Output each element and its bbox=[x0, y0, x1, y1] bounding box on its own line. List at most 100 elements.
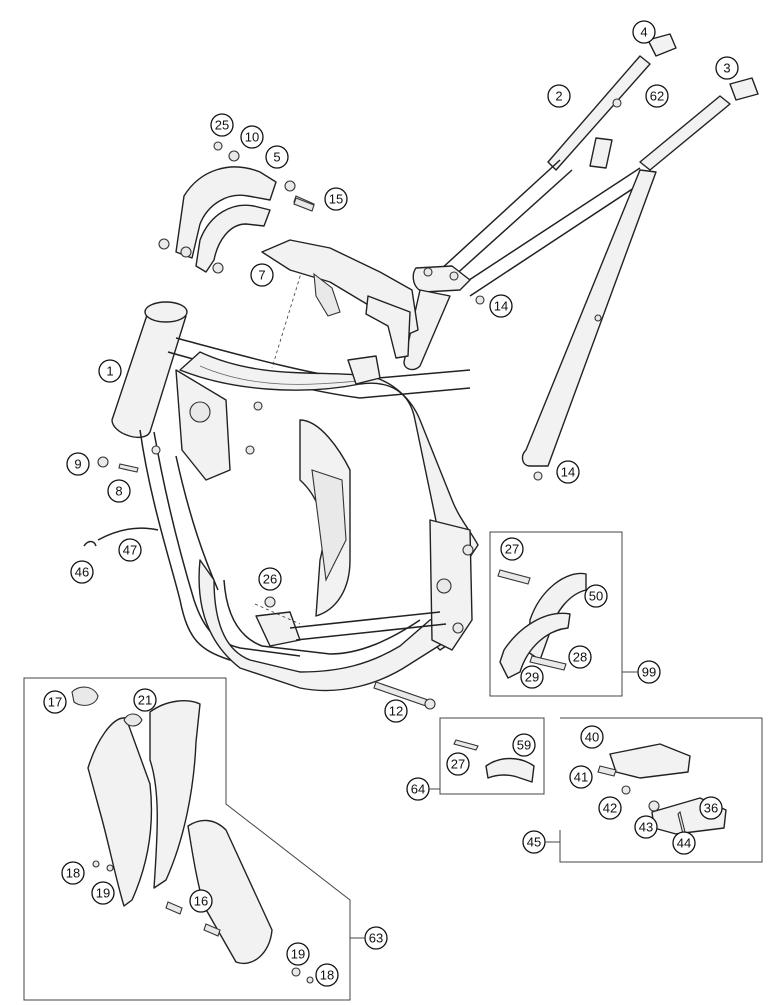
callout-14b: 14 bbox=[556, 460, 580, 484]
callout-36-label: 36 bbox=[704, 801, 718, 816]
callout-29: 29 bbox=[520, 665, 544, 689]
end-plug-4 bbox=[647, 33, 677, 57]
callout-16-label: 16 bbox=[194, 894, 208, 909]
callout-5: 5 bbox=[265, 145, 289, 169]
callout-15: 15 bbox=[324, 187, 348, 211]
callout-62: 62 bbox=[645, 84, 669, 108]
callout-27b: 27 bbox=[446, 752, 470, 776]
chain-slider bbox=[453, 739, 535, 783]
nut-9 bbox=[97, 456, 109, 468]
callout-1-label: 1 bbox=[106, 364, 113, 379]
callout-59-label: 59 bbox=[517, 738, 531, 753]
group-box-64 bbox=[439, 717, 545, 795]
callout-50-label: 50 bbox=[589, 589, 603, 604]
callout-9: 9 bbox=[66, 452, 90, 476]
callout-5-label: 5 bbox=[273, 150, 280, 165]
bolt-62 bbox=[612, 98, 622, 108]
callout-28-label: 28 bbox=[573, 650, 587, 665]
callout-8: 8 bbox=[107, 479, 131, 503]
callout-19b: 19 bbox=[286, 942, 310, 966]
callout-42: 42 bbox=[598, 796, 622, 820]
callout-46: 46 bbox=[70, 560, 94, 584]
callout-19b-label: 19 bbox=[291, 947, 305, 962]
hose-47 bbox=[97, 527, 159, 541]
group-box-45 bbox=[559, 717, 763, 863]
callout-8-label: 8 bbox=[115, 484, 122, 499]
bolt-14a bbox=[475, 295, 485, 305]
bolt-12-head bbox=[424, 698, 436, 710]
callout-10-label: 10 bbox=[245, 130, 259, 145]
callout-99: 99 bbox=[637, 660, 661, 684]
clip-46 bbox=[83, 540, 97, 547]
callout-2-label: 2 bbox=[555, 89, 562, 104]
callout-40-label: 40 bbox=[585, 730, 599, 745]
callout-99-label: 99 bbox=[642, 665, 656, 680]
callout-19a: 19 bbox=[91, 881, 115, 905]
callout-4: 4 bbox=[632, 20, 656, 44]
callout-18b: 18 bbox=[315, 963, 339, 987]
callout-3-label: 3 bbox=[723, 61, 730, 76]
callout-21-label: 21 bbox=[138, 693, 152, 708]
bolt-8 bbox=[118, 463, 139, 473]
bolt-15 bbox=[293, 197, 315, 212]
callout-17: 17 bbox=[43, 690, 67, 714]
callout-47: 47 bbox=[118, 538, 142, 562]
callout-28: 28 bbox=[568, 645, 592, 669]
callout-14a-label: 14 bbox=[494, 299, 508, 314]
callout-45: 45 bbox=[522, 830, 546, 854]
callout-27a: 27 bbox=[500, 537, 524, 561]
callout-41: 41 bbox=[569, 765, 593, 789]
callout-44-label: 44 bbox=[677, 836, 691, 851]
callout-4-label: 4 bbox=[640, 25, 647, 40]
callout-41-label: 41 bbox=[574, 770, 588, 785]
callout-27b-label: 27 bbox=[451, 757, 465, 772]
callout-18b-label: 18 bbox=[320, 968, 334, 983]
callout-29-label: 29 bbox=[525, 670, 539, 685]
callout-63-label: 63 bbox=[369, 931, 383, 946]
callout-64: 64 bbox=[406, 777, 430, 801]
bolt-26 bbox=[264, 596, 276, 608]
callout-15-label: 15 bbox=[329, 192, 343, 207]
frame-protectors bbox=[71, 686, 314, 984]
callout-17-label: 17 bbox=[48, 695, 62, 710]
callout-25-label: 25 bbox=[215, 118, 229, 133]
callout-14a: 14 bbox=[489, 294, 513, 318]
callout-25: 25 bbox=[210, 113, 234, 137]
chain-guide bbox=[497, 569, 587, 679]
callout-21: 21 bbox=[133, 688, 157, 712]
callout-7-label: 7 bbox=[258, 268, 265, 283]
group-box-99 bbox=[489, 531, 623, 697]
callout-42-label: 42 bbox=[603, 801, 617, 816]
callout-44: 44 bbox=[672, 831, 696, 855]
callout-43-label: 43 bbox=[639, 820, 653, 835]
callout-46-label: 46 bbox=[75, 565, 89, 580]
callout-36: 36 bbox=[699, 796, 723, 820]
callout-18a: 18 bbox=[61, 861, 85, 885]
subframe bbox=[403, 55, 731, 467]
callout-16: 16 bbox=[189, 889, 213, 913]
callout-14b-label: 14 bbox=[561, 465, 575, 480]
upper-bracket bbox=[261, 239, 419, 359]
callout-1: 1 bbox=[98, 359, 122, 383]
callout-12-label: 12 bbox=[389, 704, 403, 719]
group-box-63 bbox=[23, 677, 351, 1001]
callout-45-label: 45 bbox=[527, 835, 541, 850]
callout-18a-label: 18 bbox=[66, 866, 80, 881]
callout-59: 59 bbox=[512, 733, 536, 757]
callout-26-label: 26 bbox=[263, 572, 277, 587]
callout-43: 43 bbox=[634, 815, 658, 839]
callout-12: 12 bbox=[384, 699, 408, 723]
callout-40: 40 bbox=[580, 725, 604, 749]
callout-9-label: 9 bbox=[74, 457, 81, 472]
callout-63: 63 bbox=[364, 926, 388, 950]
bolt-14b bbox=[533, 471, 543, 481]
end-plug-3 bbox=[729, 77, 759, 101]
callout-7: 7 bbox=[250, 263, 274, 287]
callout-62-label: 62 bbox=[650, 89, 664, 104]
callout-3: 3 bbox=[715, 56, 739, 80]
callout-50: 50 bbox=[584, 584, 608, 608]
head-stay bbox=[158, 141, 315, 274]
main-frame bbox=[111, 301, 479, 692]
callout-64-label: 64 bbox=[411, 782, 425, 797]
